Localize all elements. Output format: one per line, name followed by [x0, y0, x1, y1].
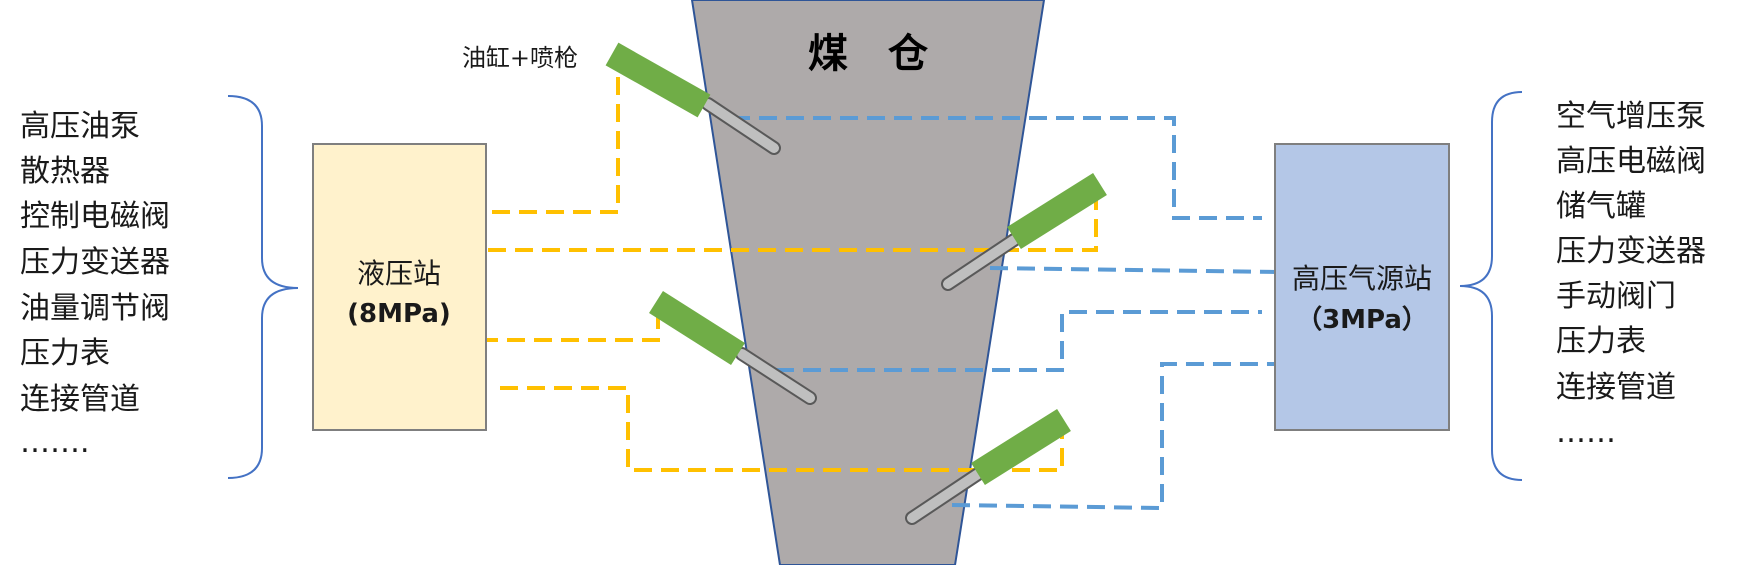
left-list-item: 高压油泵: [20, 109, 140, 144]
cylinder-1: [605, 42, 711, 118]
right-list-item: 高压电磁阀: [1556, 144, 1706, 179]
left-list-item: 控制电磁阀: [20, 199, 170, 234]
hydraulic-line-4: [500, 386, 1064, 472]
right-list-item: 压力变送器: [1556, 234, 1706, 269]
cylinder-4: [971, 408, 1071, 486]
bunker-title: 煤 仓: [808, 31, 929, 77]
hydraulic-station: 液压站 (8MPa): [312, 143, 487, 431]
air-station-pressure: （3MPa）: [1296, 305, 1428, 335]
air-station-name: 高压气源站: [1292, 262, 1432, 295]
left-brace: [227, 95, 299, 479]
cylinder-gun-label: 油缸+喷枪: [462, 44, 578, 72]
spray-gun-2: [941, 172, 1107, 291]
air-station-box: [1274, 143, 1450, 431]
air-line-2: [989, 266, 1277, 274]
air-line-3: [776, 310, 1262, 372]
coal-bunker: [690, 0, 1046, 565]
spray-gun-4: [905, 408, 1071, 525]
hydraulic-line-1: [492, 62, 620, 214]
right-list-item: 连接管道: [1556, 370, 1676, 405]
right-component-list: 空气增压泵 高压电磁阀 储气罐 压力变送器 手动阀门 压力表 连接管道 ……: [1556, 99, 1706, 450]
hydraulic-line-3: [480, 312, 660, 342]
left-list-item: …….: [20, 425, 90, 460]
cylinder-3: [649, 291, 745, 365]
right-brace: [1459, 91, 1523, 481]
spray-gun-3: [649, 291, 817, 405]
right-list-item: 手动阀门: [1556, 279, 1676, 314]
right-list-item: 压力表: [1556, 324, 1646, 359]
hydraulic-station-pressure: (8MPa): [347, 299, 451, 329]
spray-gun-1: [605, 42, 781, 155]
air-station: 高压气源站 （3MPa）: [1274, 143, 1450, 431]
right-list-item: 储气罐: [1556, 189, 1646, 224]
air-lines: [732, 116, 1277, 511]
left-component-list: 高压油泵 散热器 控制电磁阀 压力变送器 油量调节阀 压力表 连接管道 …….: [20, 109, 170, 460]
left-list-item: 油量调节阀: [20, 291, 170, 326]
cylinder-2: [1007, 172, 1107, 250]
left-list-item: 连接管道: [20, 382, 140, 417]
right-list-item: 空气增压泵: [1556, 99, 1706, 134]
right-list-item: ……: [1556, 415, 1616, 450]
hydraulic-line-2: [488, 196, 1098, 252]
left-list-item: 压力表: [20, 336, 110, 371]
left-list-item: 压力变送器: [20, 245, 170, 280]
air-line-1: [732, 116, 1262, 220]
hydraulic-station-box: [312, 143, 487, 431]
hydraulic-lines: [480, 62, 1098, 472]
air-line-4: [951, 362, 1274, 511]
hydraulic-station-name: 液压站: [357, 257, 441, 290]
left-list-item: 散热器: [20, 154, 110, 189]
